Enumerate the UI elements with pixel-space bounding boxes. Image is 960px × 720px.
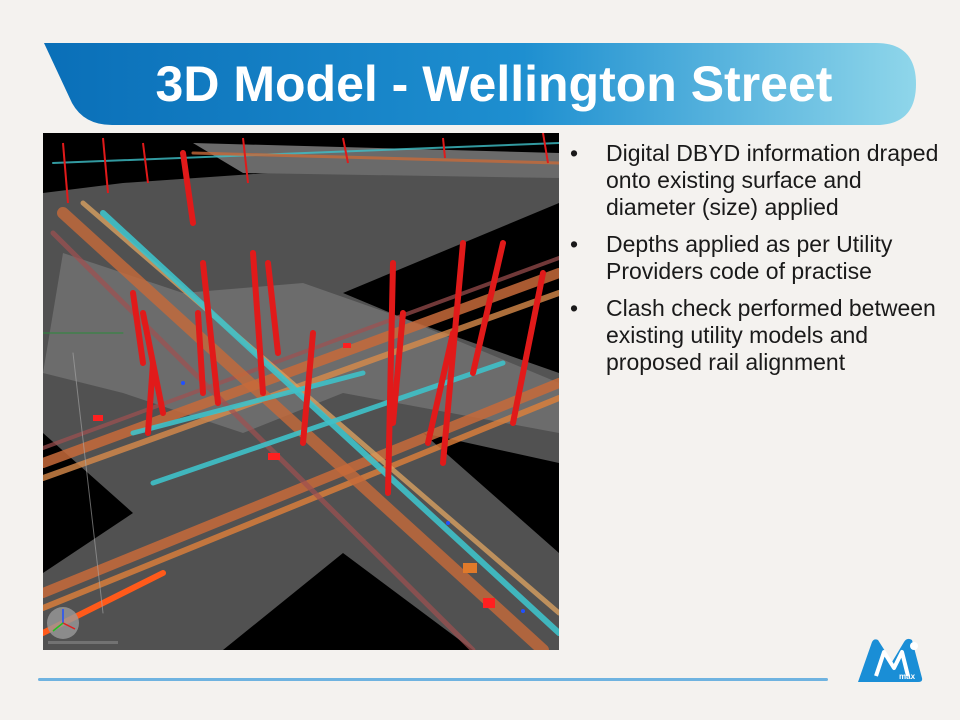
bullet-text: Clash check performed between existing u…: [606, 295, 936, 375]
bullet-glyph: •: [570, 140, 579, 166]
title-banner-shape: [44, 43, 916, 125]
3d-model-image: [43, 133, 559, 650]
logo-label: max: [899, 672, 916, 681]
bullet-glyph: •: [570, 231, 579, 257]
bullet-item: • Depths applied as per Utility Provider…: [570, 231, 950, 285]
bullet-item: • Digital DBYD information draped onto e…: [570, 140, 950, 221]
logo-mark: [858, 638, 923, 682]
bullet-list: • Digital DBYD information draped onto e…: [570, 140, 950, 386]
bullet-text: Digital DBYD information draped onto exi…: [606, 140, 939, 220]
page-title: 3D Model - Wellington Street: [155, 56, 833, 112]
bullet-text: Depths applied as per Utility Providers …: [606, 231, 893, 284]
max-logo-icon: [856, 636, 924, 684]
footer-divider: [38, 678, 828, 681]
3d-utility-model-render: [43, 133, 559, 650]
bullet-item: • Clash check performed between existing…: [570, 295, 950, 376]
title-banner: 3D Model - Wellington Street: [44, 43, 916, 125]
bullet-glyph: •: [570, 295, 579, 321]
